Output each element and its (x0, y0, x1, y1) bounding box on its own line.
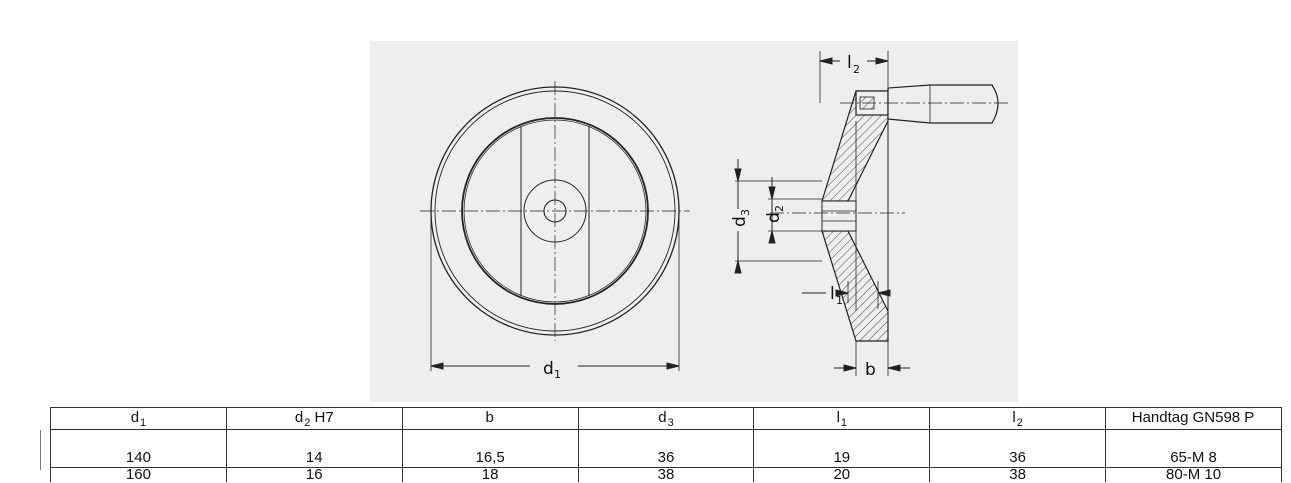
table-cell: 14 (225, 429, 403, 468)
column-header: Handtag GN598 P (1105, 407, 1282, 430)
table-cell: 38 (929, 467, 1107, 482)
side-view (734, 51, 1010, 376)
table-cell: 16,5 (401, 429, 579, 468)
front-view (420, 81, 690, 371)
column-header: d2 H7 (225, 407, 403, 430)
table-left-marker (40, 430, 41, 470)
column-header: d1 (50, 407, 227, 430)
column-header: l1 (753, 407, 931, 430)
d1-label-sub: 1 (554, 368, 561, 381)
d3-label: d (730, 216, 750, 227)
table-cell: 140 (50, 429, 227, 468)
handwheel-drawing: d 1 (370, 41, 1018, 402)
column-header: d3 (577, 407, 755, 430)
spec-table: d1 d2 H7 b d3 l1 l2 Handtag GN598 P 140 … (50, 407, 1282, 482)
l2-label-sub: 2 (853, 63, 860, 76)
d1-label: d (543, 359, 554, 379)
table-cell: 80-M 10 (1105, 467, 1282, 482)
column-header: b (401, 407, 579, 430)
table-cell: 19 (753, 429, 931, 468)
table-cell: 36 (577, 429, 755, 468)
table-header-row: d1 d2 H7 b d3 l1 l2 Handtag GN598 P (50, 407, 1282, 430)
table-cell: 65-M 8 (1105, 429, 1282, 468)
d2-label: d (764, 212, 784, 223)
d2-label-sub: 2 (773, 205, 786, 212)
table-row: 140 14 16,5 36 19 36 65-M 8 (50, 429, 1282, 468)
table-cell: 38 (577, 467, 755, 482)
table-cell: 160 (50, 467, 227, 482)
d3-label-group: d 3 (730, 209, 752, 227)
table-cell: 16 (225, 467, 403, 482)
d3-label-sub: 3 (739, 209, 752, 216)
l2-label: l (847, 53, 852, 73)
table-cell: 18 (401, 467, 579, 482)
table-cell: 36 (929, 429, 1107, 468)
b-label: b (865, 360, 876, 380)
column-header: l2 (929, 407, 1107, 430)
l1-label-sub: 1 (836, 294, 843, 307)
d2-label-group: d 2 (764, 205, 786, 223)
table-row: 160 16 18 38 20 38 80-M 10 (50, 467, 1282, 482)
l1-label: l (830, 284, 835, 304)
table-cell: 20 (753, 467, 931, 482)
